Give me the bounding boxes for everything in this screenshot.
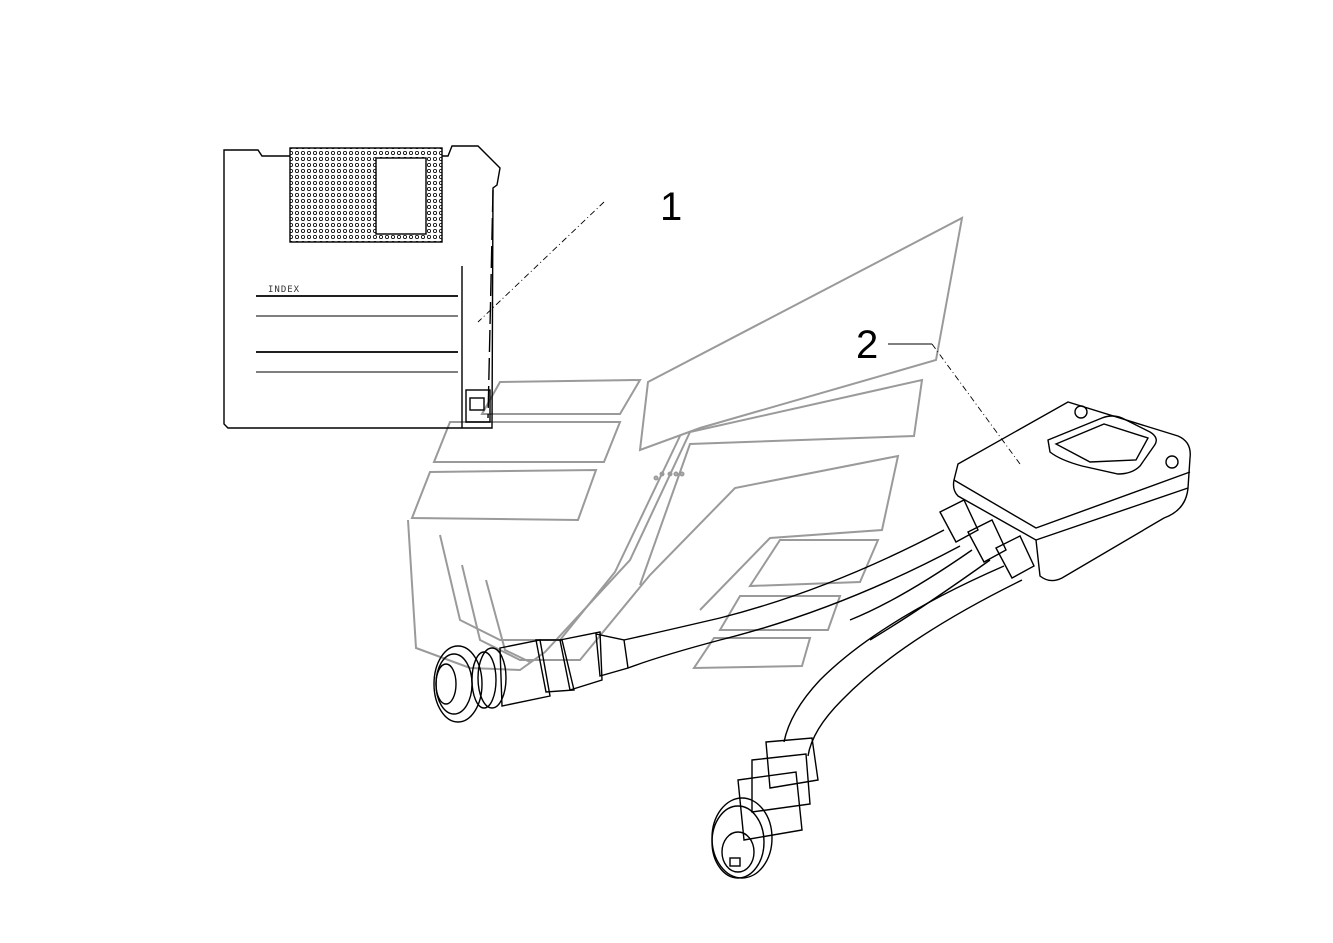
connector-bottom <box>711 737 819 879</box>
floppy-disk-part-1[interactable] <box>223 145 501 429</box>
module-label-recess <box>1047 415 1157 475</box>
cable-module-part-2[interactable] <box>433 401 1191 879</box>
callout-leader-1 <box>477 201 605 323</box>
disk-index-label: INDEX <box>268 285 300 295</box>
cable-a <box>623 529 945 641</box>
write-protect-tab <box>465 389 491 423</box>
connector-left <box>433 631 629 723</box>
callout-label-1[interactable]: 1 <box>660 185 682 229</box>
callout-label-2[interactable]: 2 <box>856 323 878 367</box>
cable-c <box>783 565 1005 743</box>
screw-hole-top <box>1074 405 1088 419</box>
callout-leader-2 <box>888 343 1021 465</box>
module-housing <box>952 401 1191 582</box>
disk-shutter-window <box>375 157 427 235</box>
screw-hole-right <box>1165 455 1179 469</box>
